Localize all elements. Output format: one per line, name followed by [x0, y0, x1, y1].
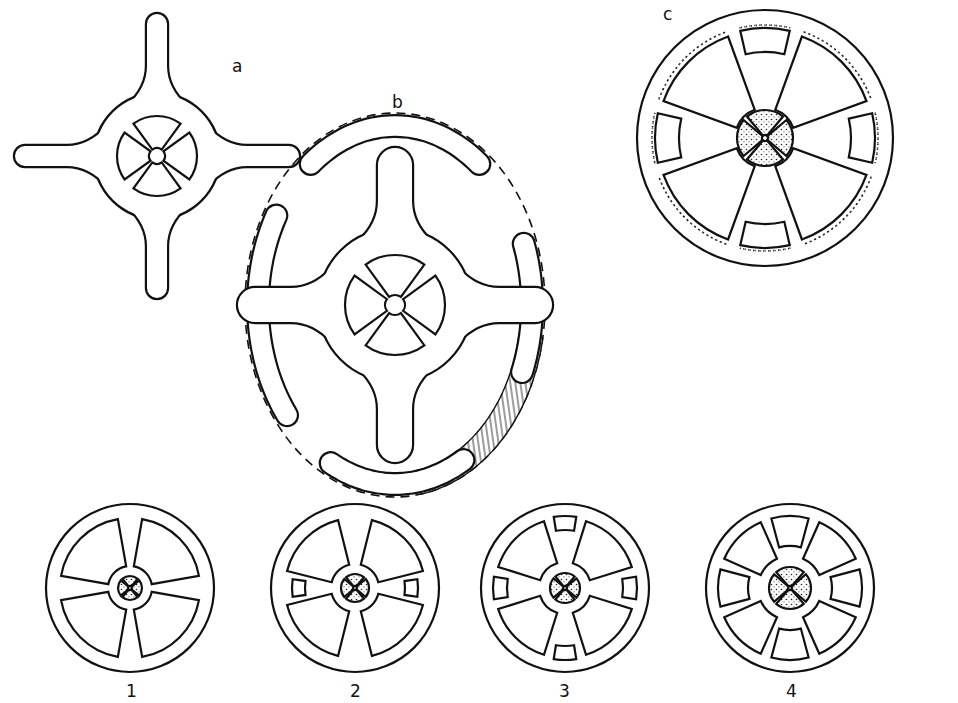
tissue-gap: [498, 596, 557, 655]
tissue-gap: [718, 569, 749, 606]
tissue-gap: [775, 37, 866, 128]
tissue-gap: [740, 28, 789, 54]
tissue-gap: [554, 645, 577, 660]
figure-number: 3: [559, 683, 570, 700]
stem-section: [271, 504, 439, 672]
tissue-gap: [724, 601, 777, 654]
tissue-gap: [134, 592, 199, 657]
figure-number: 1: [126, 683, 137, 700]
tissue-gap: [803, 601, 856, 654]
dotted-margin: [804, 177, 872, 245]
tissue-gap: [622, 577, 637, 600]
dotted-margin: [804, 32, 872, 100]
tissue-gap: [405, 579, 418, 597]
figure-number: 4: [786, 683, 797, 700]
figure-letter: c: [663, 6, 672, 23]
tissue-gap: [554, 516, 577, 531]
tissue-gap: [573, 521, 632, 580]
tissue-gap: [664, 148, 755, 239]
tissue-gap: [831, 569, 862, 606]
tissue-gap: [341, 579, 353, 597]
dotted-margin: [740, 248, 791, 251]
stem-section: [637, 10, 893, 266]
dotted-margin: [740, 25, 791, 28]
dotted-margin: [659, 177, 727, 245]
tissue-gap: [134, 519, 199, 584]
figure-letter: b: [392, 94, 403, 111]
tissue-gap: [737, 120, 763, 156]
tissue-gap: [361, 594, 423, 656]
figure-letter: a: [232, 58, 242, 75]
tissue-gap: [724, 522, 777, 575]
tissue-gap: [345, 276, 387, 335]
tissue-gap: [771, 629, 808, 660]
dotted-margin: [875, 113, 878, 164]
figure-number: 2: [350, 683, 361, 700]
tissue-gap: [292, 579, 305, 597]
tissue-gap: [664, 37, 755, 128]
tissue-gap: [775, 148, 866, 239]
tissue-gap: [117, 132, 151, 179]
tissue-gap: [493, 577, 508, 600]
tissue-gap: [573, 596, 632, 655]
stem-section: [481, 504, 649, 672]
tissue-gap: [655, 113, 681, 162]
dotted-margin: [659, 32, 727, 100]
tissue-gap: [771, 516, 808, 547]
tissue-gap: [287, 594, 349, 656]
tissue-gap: [849, 113, 875, 162]
tissue-gap: [361, 520, 423, 582]
tissue-gap: [550, 578, 563, 597]
tissue-gap: [498, 521, 557, 580]
dotted-margin: [652, 113, 655, 164]
tissue-gap: [118, 580, 128, 595]
stem-section: [46, 504, 214, 672]
tissue-gap: [61, 519, 126, 584]
stem-section: [706, 504, 874, 672]
tissue-gap: [61, 592, 126, 657]
tissue-gap: [287, 520, 349, 582]
tissue-gap: [803, 522, 856, 575]
tissue-gap: [740, 222, 789, 248]
stele-cross: [238, 148, 552, 462]
tissue-gap: [769, 574, 788, 602]
